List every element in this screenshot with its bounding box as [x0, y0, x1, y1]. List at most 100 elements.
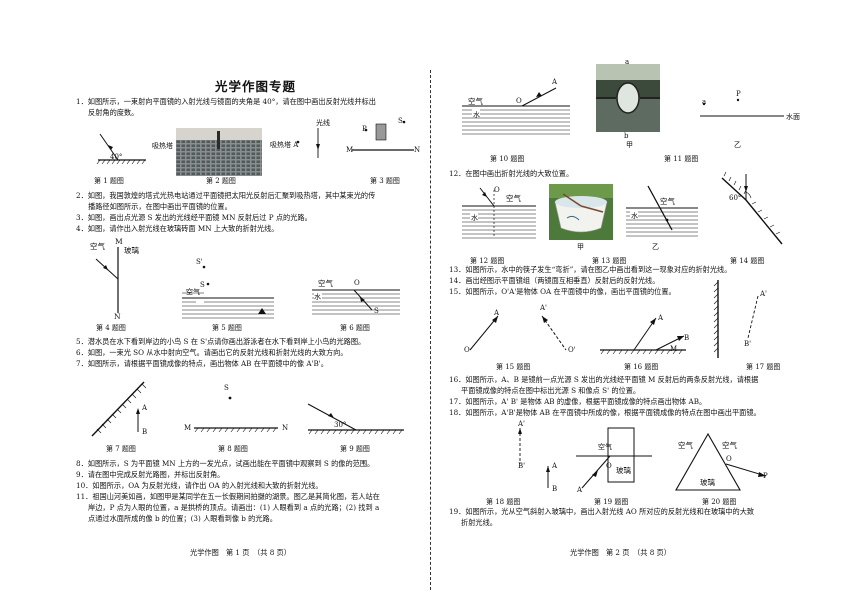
figure-10-caption: 第 10 题图	[490, 155, 525, 163]
air-label-fig13: 空气	[660, 197, 675, 206]
figure-4	[95, 247, 119, 313]
m-label-fig16: M	[670, 345, 678, 353]
tower-a-label: 吸热塔 A	[270, 141, 299, 149]
lake-bridge-photo	[596, 64, 660, 132]
angle-30-label: 30°	[334, 421, 347, 429]
page-divider	[430, 70, 431, 590]
m-label-fig4: M	[115, 237, 123, 246]
water-label-fig12: 水	[471, 214, 478, 222]
o-label-fig10: O	[516, 97, 522, 105]
o-label-fig15: O	[464, 346, 470, 354]
b-label-fig7: B	[142, 428, 148, 436]
question-13: 13．如图所示，水中的筷子发生“弯折”，请在图乙中画出看到这一现象对应的折射光线…	[449, 265, 732, 274]
figure-6	[312, 289, 400, 315]
figure-11	[700, 98, 784, 117]
s-prime-label-fig5: S'	[196, 258, 203, 266]
figure-14	[721, 171, 783, 245]
figure-20-caption: 第 20 题图	[702, 498, 737, 506]
air-label-fig20-left: 空气	[678, 441, 693, 450]
a-label-fig11: a	[702, 98, 707, 106]
glass-label-fig4: 玻璃	[124, 246, 139, 255]
heliostat-photo	[176, 128, 262, 176]
question-11-line-1: 11．祖国山河美如画，如图甲是某同学在五一长假期间拍摄的湖景。图乙是其简化图，若…	[76, 492, 380, 501]
figure-10	[462, 87, 570, 135]
figure-8	[194, 396, 278, 433]
o-label-fig6: O	[354, 279, 360, 287]
p-label-fig20: P	[763, 472, 768, 480]
a-label-fig18: A	[552, 462, 558, 470]
s-label-fig8: S	[224, 384, 229, 392]
heat-tower-label: 吸热塔	[152, 142, 173, 150]
n-label-fig3: N	[414, 146, 421, 154]
air-label-fig20-right: 空气	[722, 441, 737, 450]
p-label-fig11: P	[736, 90, 741, 98]
question-3: 3．如图，画出点光源 S 发出的光线经平面镜 MN 反射后过 P 点的光路。	[76, 213, 312, 222]
figure-13	[626, 185, 698, 237]
figure-12-caption: 第 12 题图	[470, 257, 505, 265]
figure-17-caption: 第 17 题图	[746, 363, 781, 371]
water-label-fig6: 水	[314, 293, 321, 301]
a-label-fig15: A	[494, 309, 500, 317]
b-label-fig16: B	[684, 334, 690, 342]
question-7: 7．如图所示，请根据平面镜成像的特点，画出物体 AB 在平面镜中的像 A'B'。	[76, 359, 328, 368]
question-19-line-1: 19．如图所示，光从空气斜射入玻璃中，画出入射光线 AO 所对应的反射光线和在玻…	[449, 507, 755, 516]
figure-3-caption: 第 3 题图	[370, 177, 400, 185]
glass-label-fig20: 玻璃	[700, 478, 715, 487]
jia-label-fig13: 甲	[577, 243, 584, 251]
question-1-line-2: 反射角的度数。	[88, 108, 139, 117]
b-prime-label-fig18: B'	[518, 462, 526, 470]
footer-left: 光学作图 第 1 页 （共 8 页）	[190, 548, 291, 557]
figure-12	[462, 187, 536, 239]
question-1-line-1: 1．如图所示，一束射向平面镜的入射光线与镜面的夹角是 40°，请在图中画出反射光…	[76, 97, 376, 106]
figure-1	[96, 133, 146, 165]
footer-right: 光学作图 第 2 页 （共 8 页）	[570, 548, 671, 557]
figure-15-caption: 第 15 题图	[496, 363, 531, 371]
figure-13-caption: 第 13 题图	[592, 257, 627, 265]
figure-15	[469, 315, 567, 351]
question-11-line-2: 岸边，P 点为人眼的位置，a 是拱桥的顶点。请画出：(1) 人眼看到 a 点的光…	[88, 503, 380, 512]
figure-18	[518, 428, 550, 488]
question-4: 4．如图，请作出入射光线在玻璃砖面 MN 上大致的折射光线。	[76, 224, 279, 233]
o-label-fig20: O	[726, 455, 732, 463]
o-prime-label-fig15: O'	[568, 346, 576, 354]
figure-19-caption: 第 19 题图	[594, 498, 629, 506]
point-p-label-fig3: P	[362, 125, 367, 133]
a-label-fig19: A	[577, 486, 583, 494]
figure-14-caption: 第 14 题图	[730, 257, 765, 265]
angle-60-label: 60°	[729, 194, 742, 202]
b-label-fig18: B	[552, 485, 558, 493]
s-label-fig5: S	[200, 281, 205, 289]
figure-5-caption: 第 5 题图	[212, 324, 242, 332]
figure-11-caption: 第 11 题图	[664, 155, 699, 163]
question-11-line-3: 点通过水面所成的像 b 的位置；(3) 人眼看到像 b 的光路。	[88, 514, 277, 523]
question-12: 12．在图中画出折射光线的大致位置。	[449, 169, 574, 178]
b-prime-label-fig17: B'	[744, 340, 752, 348]
figure-18-caption: 第 18 题图	[486, 498, 521, 506]
figure-3	[352, 120, 414, 151]
a-label-photo: a	[625, 58, 630, 66]
angle-40-label: 40°	[110, 153, 123, 161]
question-18: 18．如图所示，A'B'是物体 AB 在平面镜中所成的像，根据平面镜成像的特点在…	[449, 408, 761, 417]
question-9: 9．请在图中完成反射光路图，并标出反射角。	[76, 470, 225, 479]
air-label-fig10: 空气	[468, 97, 483, 106]
figure-17	[713, 280, 759, 358]
sunlight-label: 光线	[316, 119, 330, 127]
question-5: 5．潜水员在水下看到岸边的小鸟 S 在 S'点请你画出游泳者在水下看到岸上小鸟的…	[76, 337, 366, 346]
figure-5	[182, 265, 274, 319]
air-label-fig4: 空气	[90, 242, 105, 251]
air-label-fig5: 空气	[186, 288, 200, 296]
figure-9	[307, 403, 404, 435]
a-label-fig16: A	[658, 314, 664, 322]
figure-8-caption: 第 8 题图	[218, 445, 248, 453]
question-14: 14．画出经图示平面镜组（两镜面互相垂直）反射后的反射光线。	[449, 276, 660, 285]
figure-20	[675, 432, 767, 491]
m-label-fig3: M	[346, 146, 354, 154]
water-label-fig13: 水	[631, 212, 638, 220]
page-title: 光学作图专题	[215, 79, 297, 94]
point-s-label-fig3: S	[398, 117, 403, 125]
air-label-fig19: 空气	[598, 443, 612, 451]
water-surface-label: 水面	[786, 113, 800, 121]
question-2-line-2: 播路径如图所示，在图中画出平面镜的位置。	[88, 202, 232, 211]
figure-6-caption: 第 6 题图	[340, 324, 370, 332]
water-label-fig10: 水	[473, 111, 480, 119]
